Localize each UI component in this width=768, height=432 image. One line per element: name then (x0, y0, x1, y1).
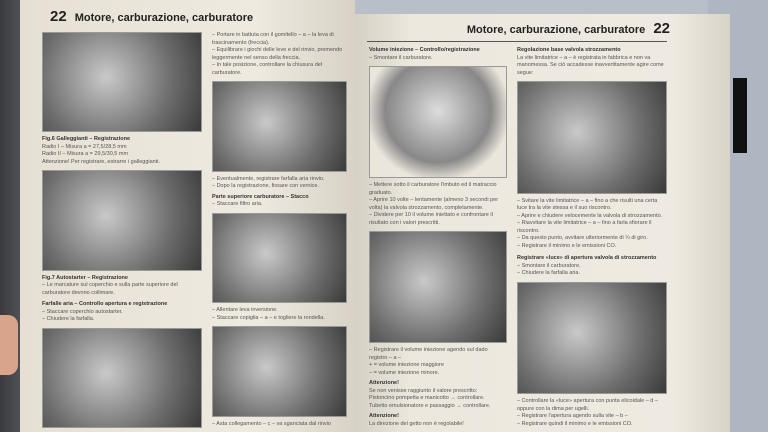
page-number: 22 (50, 8, 67, 25)
col2-steps: – Svitare la vite limitatrice – a – fino… (517, 197, 663, 277)
figure-choke (42, 327, 202, 428)
page-title: Motore, carburazione, carburatore (74, 12, 254, 24)
right-page: Motore, carburazione, carburatore 22 Vol… (355, 14, 730, 432)
figure-carburetor-top (212, 212, 347, 303)
figure-funnel (369, 66, 507, 178)
figure-carburetor-base (517, 281, 667, 394)
figure-rod (212, 326, 347, 417)
left-page: 22 Motore, carburazione, carburatore Fig… (20, 0, 355, 432)
col1-heading: Volume iniezione – Controllo/registrazio… (369, 47, 480, 61)
figure-throttle-screw (517, 81, 667, 194)
thumb (0, 315, 18, 375)
figure-linkage (212, 81, 347, 172)
right-column-1: Volume iniezione – Controllo/registrazio… (369, 47, 507, 428)
col2-final-steps: – Controllare la «luce» apertura con pun… (517, 398, 658, 427)
fig6-text: Fig.6 Galleggianti – Registrazione Radio… (42, 136, 161, 165)
page-title: Motore, carburazione, carburatore (466, 24, 646, 36)
figure-autostarter (42, 170, 202, 271)
page-number: 22 (653, 20, 670, 37)
header-rule (367, 41, 667, 42)
bottom-last-text: – Asta collegamento – c – va sganciata d… (212, 420, 331, 427)
page-header: Motore, carburazione, carburatore 22 (467, 20, 670, 37)
col1-steps: – Mettere sotto il carburatore l'imbuto … (369, 182, 499, 226)
figure-floats (42, 32, 202, 133)
top-right-text: – Portare in battuta con il gomitello – … (212, 32, 343, 76)
figure-injection-nut (369, 231, 507, 343)
col1-adjust: – Registrare il volume iniezione agendo … (369, 347, 491, 427)
bottom-right-text: – Allentare leva inversione.– Staccare c… (212, 307, 325, 321)
mid-right-text: – Eventualmente, registrare farfalla ari… (212, 175, 325, 208)
left-column-a: Fig.6 Galleggianti – Registrazione Radio… (42, 32, 202, 428)
fig7-text: Fig.7 Autostarter – Registrazione – Le m… (42, 274, 178, 323)
left-column-b: – Portare in battuta con il gomitello – … (212, 32, 347, 428)
chapter-tab (733, 78, 747, 153)
page-header: 22 Motore, carburazione, carburatore (50, 8, 253, 25)
